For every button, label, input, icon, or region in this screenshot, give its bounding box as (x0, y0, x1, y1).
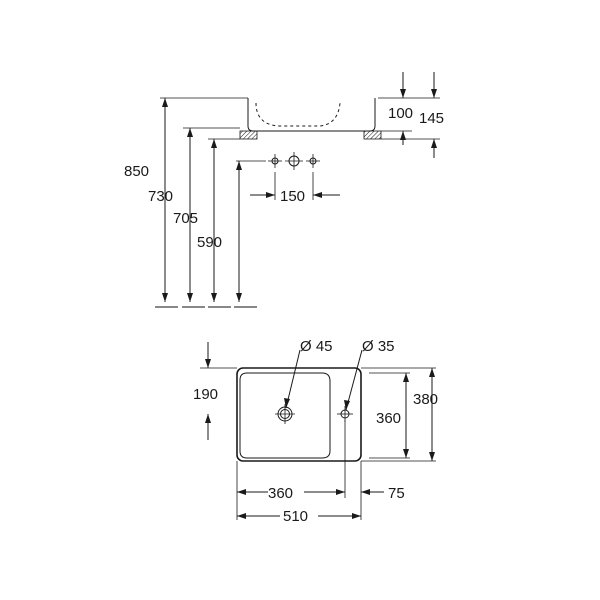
label-730: 730 (148, 188, 173, 205)
side-view: 850 730 705 590 100 145 150 (124, 72, 444, 308)
tap-holes-side (268, 152, 320, 170)
label-145: 145 (419, 110, 444, 127)
basin-side-outline (247, 98, 376, 132)
label-590: 590 (197, 234, 222, 251)
label-360-depth: 360 (376, 410, 401, 427)
label-75: 75 (388, 485, 405, 502)
label-150: 150 (280, 188, 305, 205)
label-380: 380 (413, 391, 438, 408)
label-360-width: 360 (268, 485, 293, 502)
counter-right-hatch (363, 130, 382, 140)
basin-bowl-outline (239, 372, 331, 459)
label-850: 850 (124, 163, 149, 180)
label-diameter-35: Ø 35 (362, 338, 395, 355)
label-100: 100 (388, 105, 413, 122)
label-510: 510 (283, 508, 308, 525)
tap-hole-top (337, 406, 353, 422)
top-view: Ø 45 Ø 35 190 360 380 360 75 510 (193, 338, 438, 525)
label-190: 190 (193, 386, 218, 403)
label-705: 705 (173, 210, 198, 227)
drain-hole (275, 404, 295, 424)
basin-top-outline (236, 367, 362, 462)
label-diameter-45: Ø 45 (300, 338, 333, 355)
counter-left-hatch (239, 130, 258, 140)
